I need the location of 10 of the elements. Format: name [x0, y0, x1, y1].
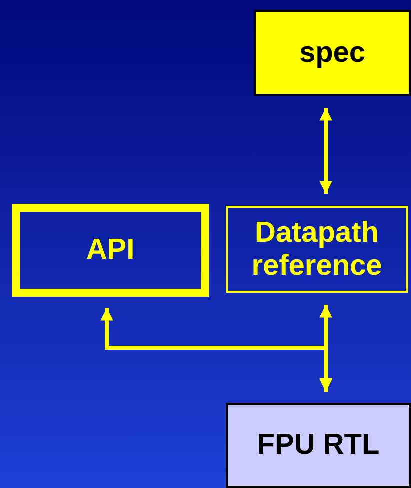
node-label: API: [86, 234, 135, 267]
spec-box: [254, 10, 411, 96]
api-box: [12, 204, 209, 297]
double-arrow: [100, 308, 332, 392]
rtl-box: [226, 403, 411, 488]
double-arrow: [320, 108, 332, 194]
reference-box: [226, 206, 408, 293]
node-label: Datapath reference: [250, 217, 384, 282]
node-label: FPU RTL: [257, 429, 380, 462]
node-label: spec: [299, 36, 366, 70]
